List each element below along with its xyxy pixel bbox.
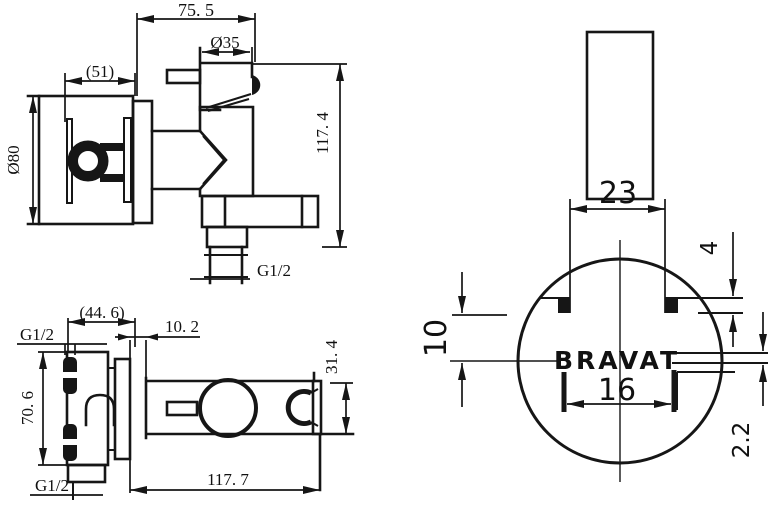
callout-bottom-thread: G1/2 (30, 476, 103, 496)
dim-plate-width-label: (44. 6) (79, 303, 124, 322)
front-view-plate (62, 350, 132, 500)
dim-holder-height: 31. 4 (322, 340, 353, 434)
dim-width-top-label: 75. 5 (178, 0, 214, 20)
handle-knob (198, 46, 254, 112)
dim-flat-offset-label: 10 (419, 319, 454, 357)
valve-ring (67, 140, 109, 182)
dim-escutcheon-depth-label: 10. 2 (165, 317, 199, 336)
side-view-body (150, 46, 320, 285)
flat-notches (540, 297, 743, 314)
holder-back (311, 379, 323, 436)
dim-flat-offset: 10 (419, 272, 507, 407)
handle-tab (165, 68, 202, 85)
dim-plate-height-label: 70. 6 (18, 391, 37, 425)
dim-height: 117. 4 (253, 63, 347, 248)
dim-slot-height-label: 2.2 (729, 422, 755, 459)
dim-body-length-label: 117. 7 (207, 470, 249, 489)
shower-holder (285, 389, 313, 426)
mount-bar-right (123, 117, 132, 203)
ring-connectors (100, 143, 124, 182)
dim-handle-dia: Ø35 (202, 33, 253, 63)
brand-label: BRAVAT (554, 346, 680, 375)
side-view-wall-plate (26, 94, 154, 226)
escutcheon-slab-outer (113, 357, 132, 461)
top-view: BRAVAT 23 4 10 16 2.2 (419, 30, 768, 482)
outlet-block (200, 194, 320, 229)
port-top-slot (62, 372, 78, 378)
valve-housing (198, 105, 255, 198)
dim-holder-height-label: 31. 4 (322, 340, 341, 375)
escutcheon-rim (131, 99, 154, 225)
face-extension-lines (129, 340, 147, 493)
dim-flat-depth: 4 (697, 232, 737, 347)
dim-plate-dia-label: Ø80 (4, 145, 23, 174)
dim-plate-offset: (51) (64, 62, 136, 122)
dim-body-length: 117. 7 (130, 470, 320, 494)
callout-top-thread: G1/2 (17, 325, 107, 355)
dim-width-top: 75. 5 (136, 0, 256, 96)
valve-ring-bore (76, 149, 100, 173)
bottom-port-stub (66, 463, 107, 484)
outlet-thread-label: G1/2 (257, 261, 291, 280)
dim-key-width-label: 16 (598, 373, 636, 408)
thread-ticks (204, 254, 248, 278)
outlet-block-lines (223, 194, 304, 229)
callout-outlet-thread: G1/2 (190, 261, 291, 280)
dim-height-label: 117. 4 (313, 112, 332, 154)
key-slot (561, 352, 768, 412)
holder-tips (310, 388, 319, 427)
dim-plate-dia: Ø80 (4, 96, 37, 224)
notch-left (558, 298, 570, 313)
centerlines (450, 240, 621, 482)
dim-handle-dia-label: Ø35 (210, 33, 239, 52)
port-bottom-slot (62, 439, 78, 445)
dim-flat-depth-label: 4 (697, 241, 723, 256)
front-view: G1/2 (44. 6) 70. 6 10. 2 31. 4 117. 7 (17, 303, 355, 500)
dim-key-width: 16 (567, 373, 671, 408)
chevron-inner (202, 135, 226, 185)
top-thread-label: G1/2 (20, 325, 54, 344)
front-view-body (129, 340, 355, 493)
handle-pivot (252, 75, 261, 95)
handle-hub (198, 378, 258, 438)
dim-plate-height: 70. 6 (18, 351, 67, 466)
dim-plate-width: (44. 6) (67, 303, 136, 352)
dim-plate-offset-label: (51) (86, 62, 114, 81)
lever-side (165, 400, 199, 417)
dim-slot-height: 2.2 (729, 312, 767, 459)
cartridge-dome (84, 393, 116, 427)
neck-lines (150, 129, 202, 191)
outlet-neck (205, 225, 249, 249)
bottom-thread-label: G1/2 (35, 476, 69, 495)
handle-cut (205, 93, 252, 112)
dim-escutcheon-depth: 10. 2 (115, 317, 200, 341)
dim-lever-width-label: 23 (599, 176, 637, 211)
lever-top (585, 30, 655, 201)
chevron-outer (198, 129, 228, 191)
dim-lever-width: 23 (569, 176, 666, 313)
side-view: 75. 5 Ø35 (51) Ø80 117. 4 G1/2 (4, 0, 347, 285)
slot-side-bars (561, 370, 677, 412)
notch-right (665, 298, 678, 313)
